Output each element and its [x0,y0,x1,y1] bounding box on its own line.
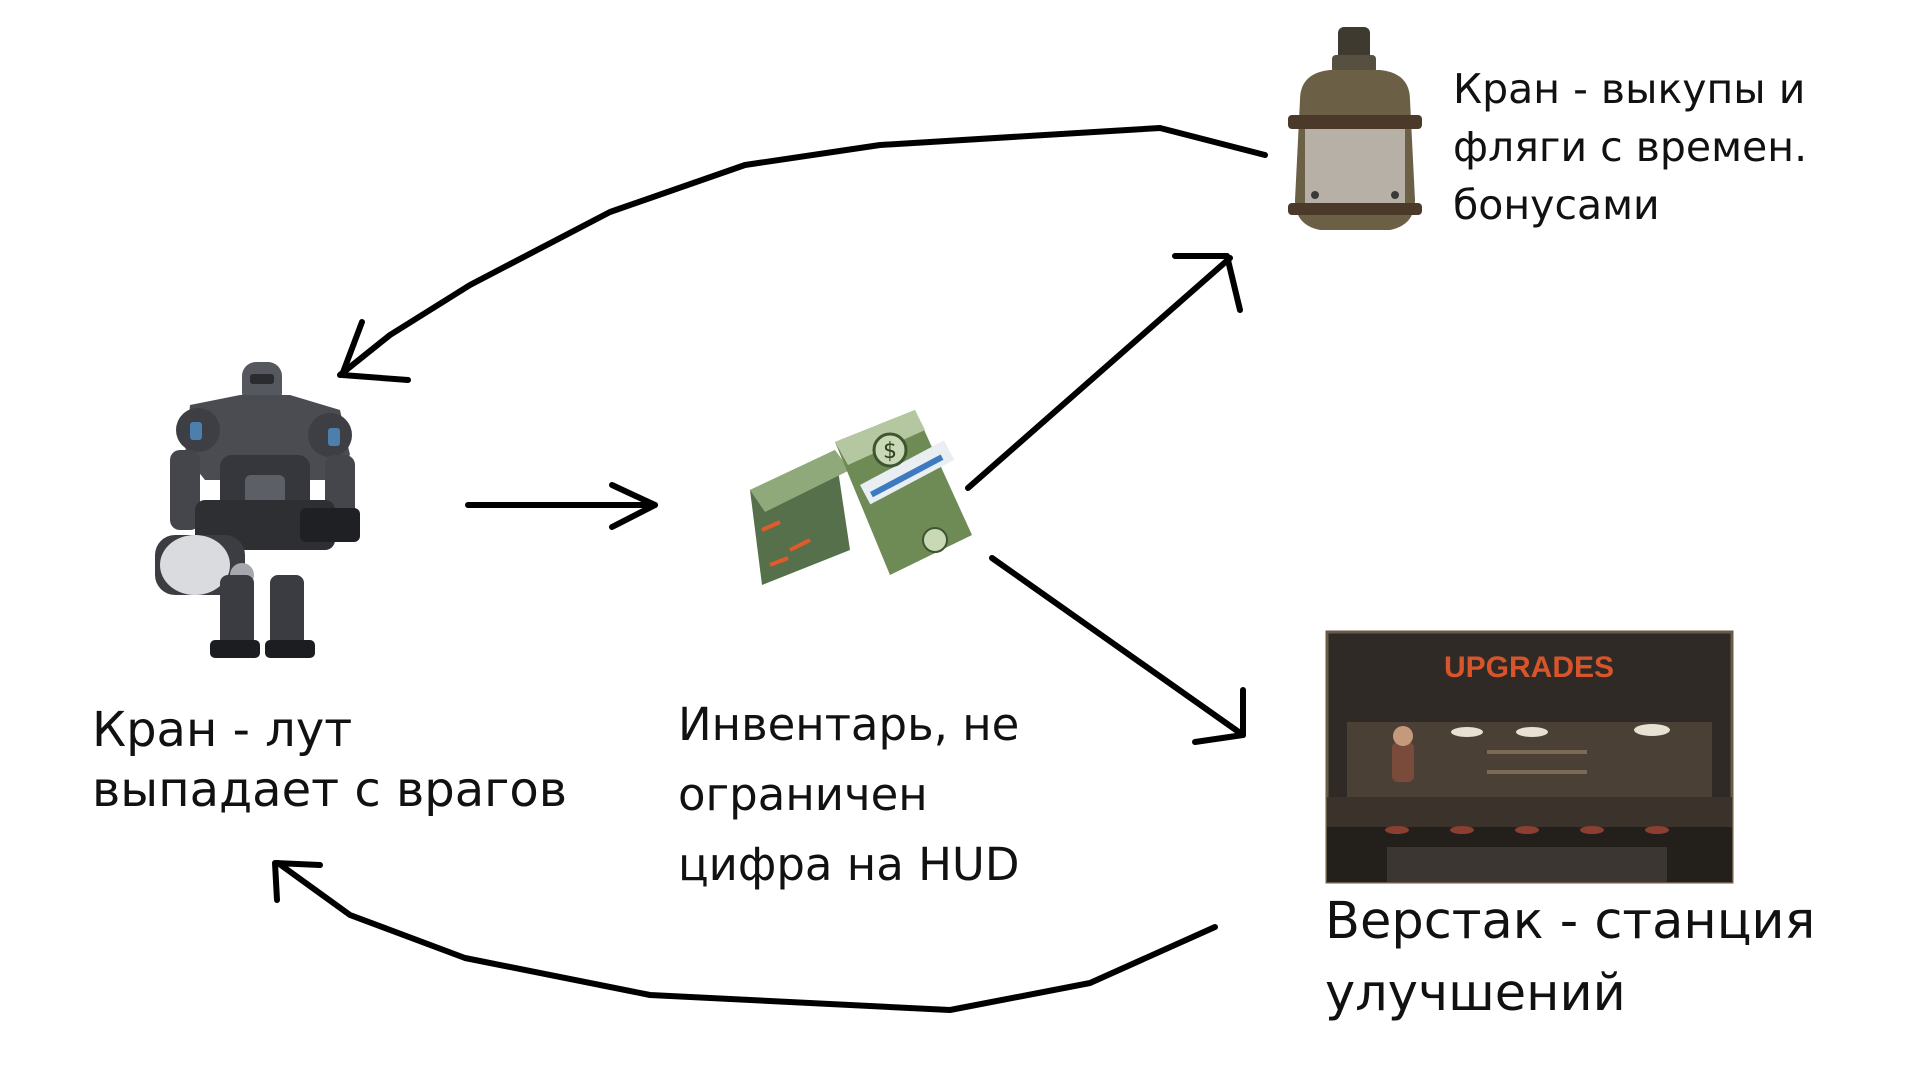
inventory-label-line-3: цифра на HUD [678,837,1020,891]
flask-label-line-2: фляги с времен. [1453,123,1808,172]
inventory-label-line-2: ограничен [678,767,928,821]
upgrades-sign: UPGRADES [1444,651,1614,684]
arrow-inventory-to-flask [965,253,1243,491]
svg-text:$: $ [883,439,897,464]
arrow-workbench-to-robot [272,860,1218,1013]
arrow-flask-to-robot [337,125,1268,383]
workbench-node-label: Верстак - станция улучшений [1325,886,1815,1031]
heavy-robot-minigun-icon [155,362,360,658]
cash-stack-icon: $ [750,410,972,585]
inventory-node-label: Инвентарь, не ограничен цифра на HUD [678,690,1020,899]
arrow-robot-to-inventory [465,482,658,530]
workbench-label-line-2: улучшений [1325,964,1626,1024]
upgrade-station-icon: UPGRADES [1325,630,1734,884]
inventory-label-line-1: Инвентарь, не [678,698,1020,751]
arrow-inventory-to-workbench [989,555,1246,745]
workbench-label-line-1: Верстак - станция [1325,892,1816,951]
robot-label-line-2: выпадает с врагов [92,762,568,818]
robot-label-line-1: Кран - лут [92,702,353,758]
canteen-flask-icon [1288,27,1422,230]
flask-label-line-1: Кран - выкупы и [1453,65,1806,113]
flask-label-line-3: бонусами [1453,181,1660,230]
flask-node-label: Кран - выкупы и фляги с времен. бонусами [1453,60,1807,235]
robot-node-label: Кран - лут выпадает с врагов [92,700,567,820]
